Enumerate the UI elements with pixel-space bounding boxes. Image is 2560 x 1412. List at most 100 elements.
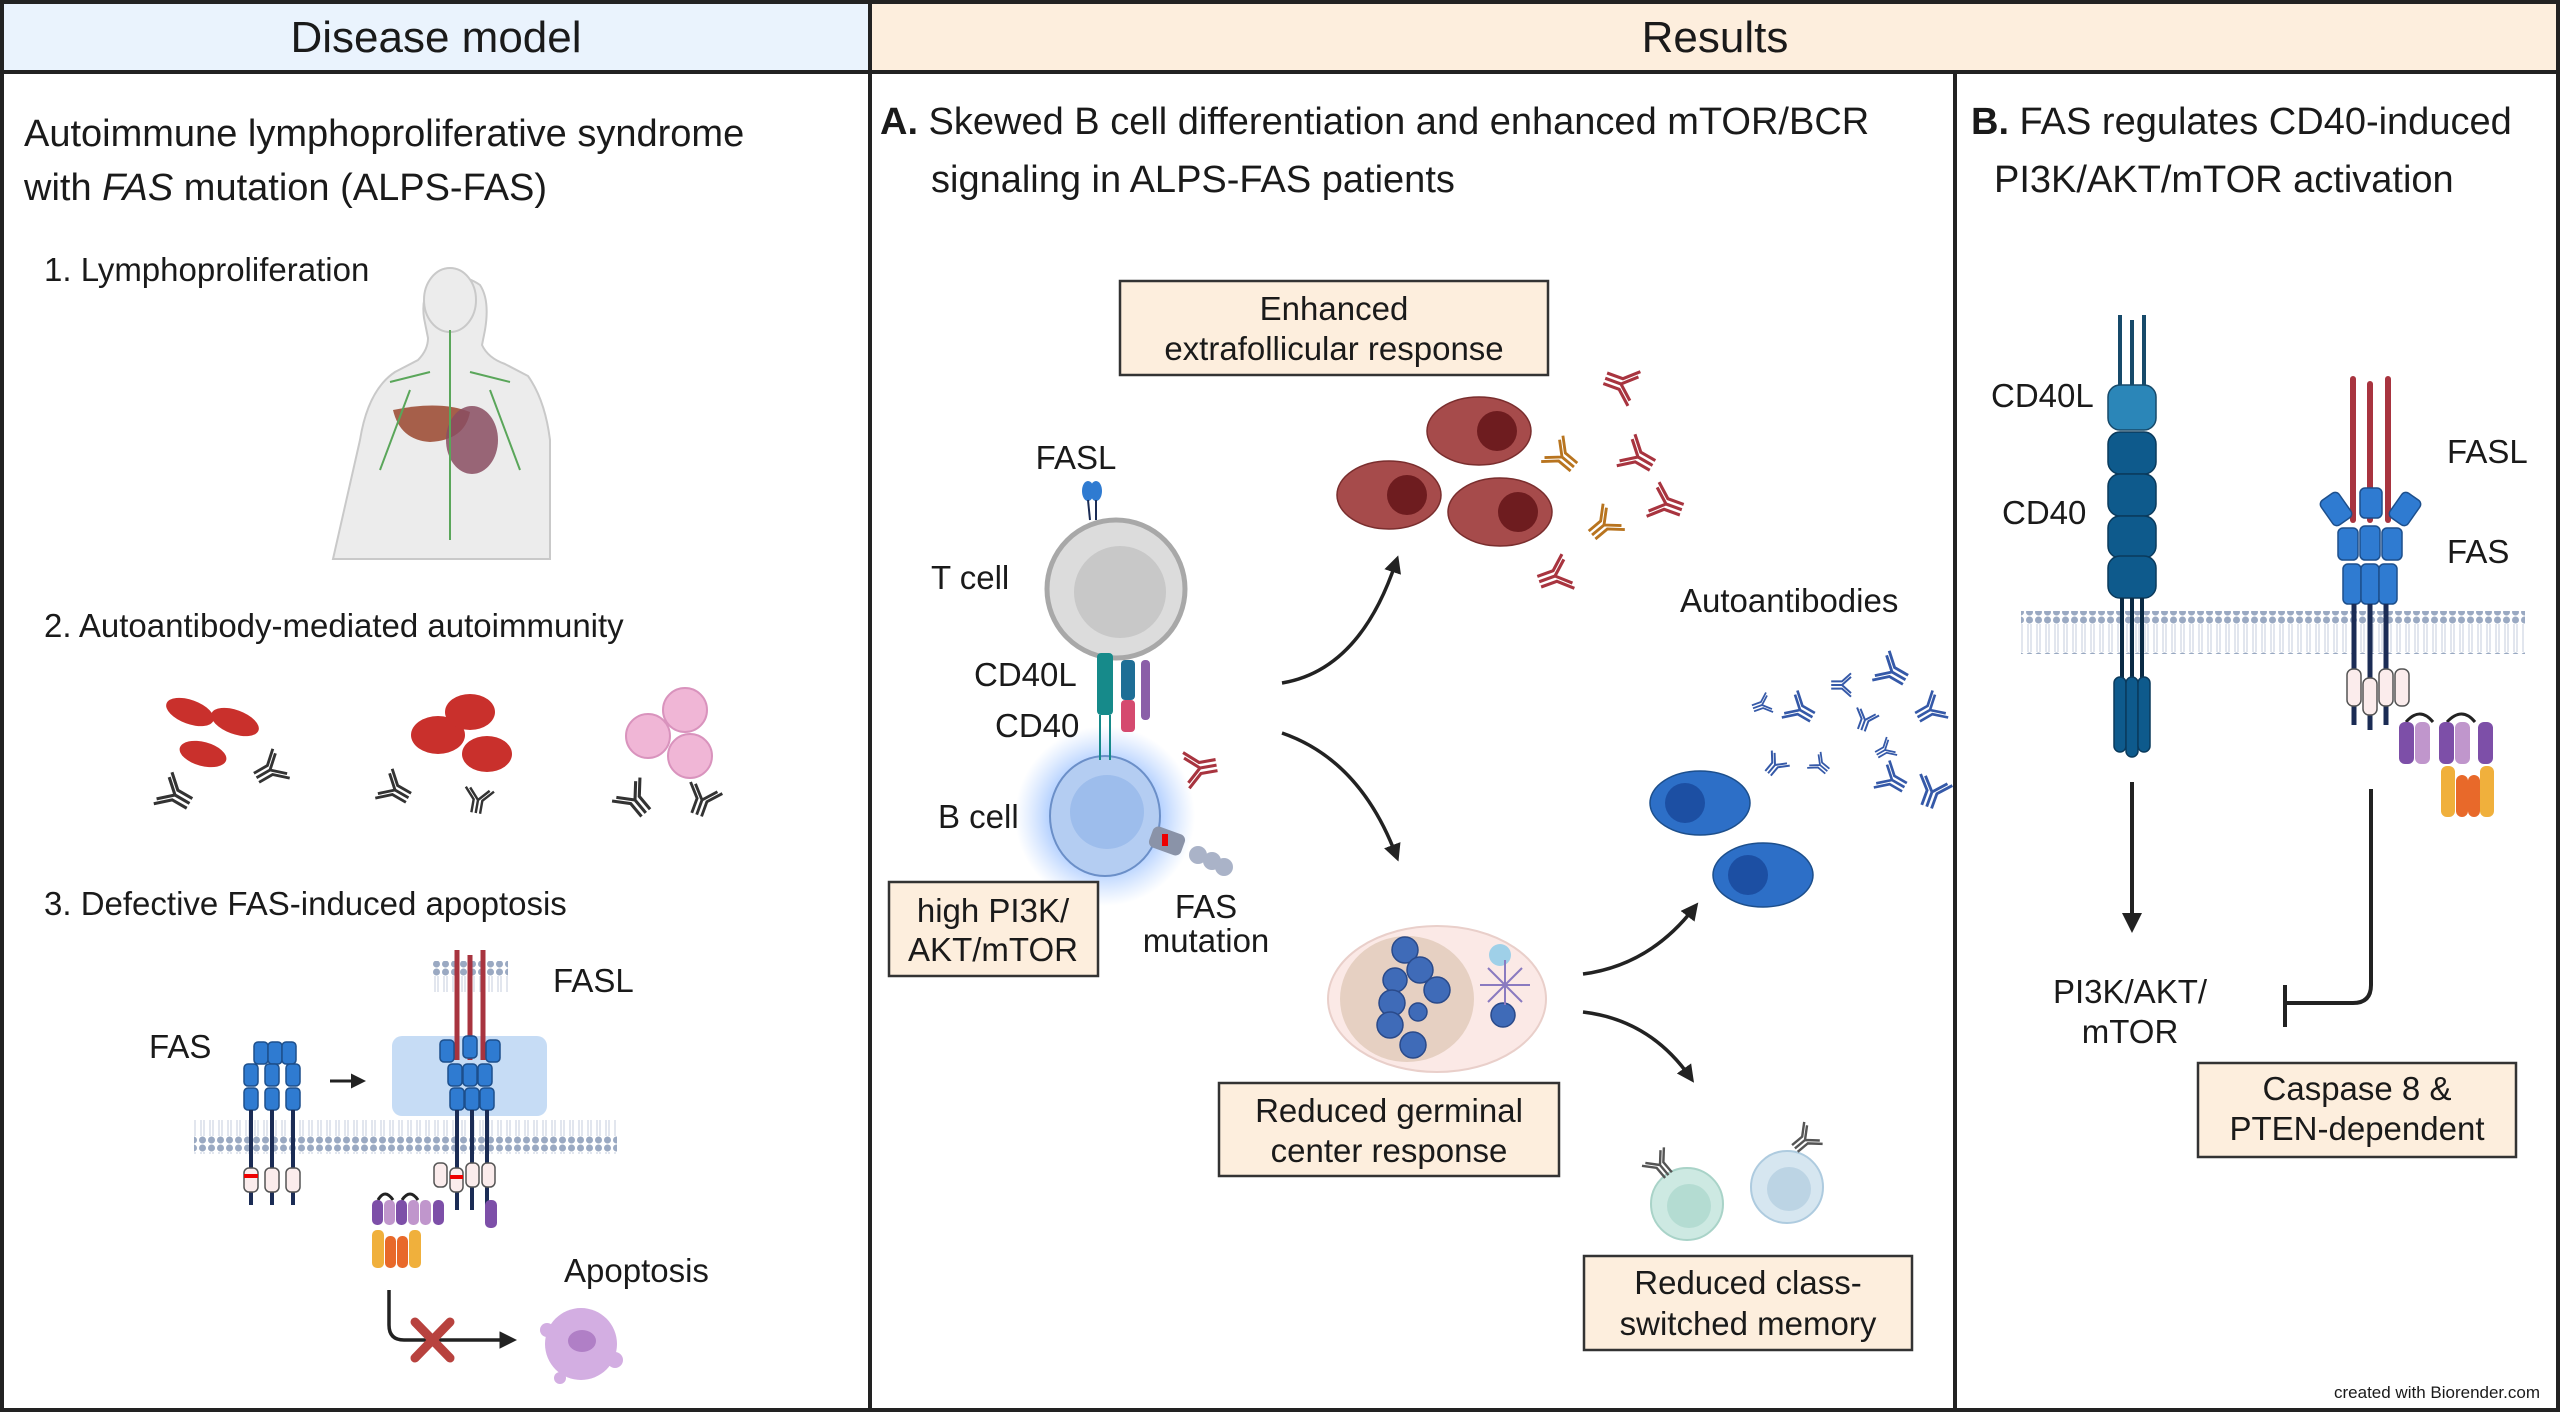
- plasma-cells: [1336, 396, 1553, 547]
- antibody-icon: [374, 768, 412, 804]
- antibody-icon: [1641, 1147, 1673, 1179]
- disease-model-heading: Disease model: [290, 13, 581, 62]
- caspase-box-line2: PTEN-dependent: [2230, 1110, 2485, 1147]
- memory-box-line1: Reduced class-: [1634, 1264, 1861, 1301]
- antibody-icon: [1781, 690, 1816, 723]
- fasl-label: FASL: [553, 962, 634, 999]
- x-mark-icon: [410, 1317, 455, 1363]
- antibody-icon: [611, 777, 652, 818]
- pi3k-box-line2: AKT/mTOR: [908, 931, 1078, 968]
- caspase-box-line1: Caspase 8 &: [2263, 1070, 2452, 1107]
- memory-b-cells-switched: [1649, 770, 1814, 908]
- red-blood-cells: [411, 694, 512, 772]
- antibody-icon: [1541, 435, 1579, 473]
- inhibition-arrow: [2283, 789, 2373, 1027]
- memory-box-line2: switched memory: [1620, 1305, 1877, 1342]
- fas-mutation-line2: mutation: [1143, 922, 1270, 959]
- disease-title-line2: with FAS mutation (ALPS-FAS): [23, 167, 547, 209]
- germinal-center-icon: [1327, 925, 1547, 1073]
- panel-b-title-line1: B. FAS regulates CD40-induced: [1971, 101, 2512, 143]
- cd40-receptor-complex: [2107, 315, 2157, 758]
- cd40l-label: CD40L: [1991, 377, 2094, 414]
- panel-b-title-line2: PI3K/AKT/mTOR activation: [1994, 159, 2454, 201]
- disease-title-line1: Autoimmune lymphoproliferative syndrome: [24, 113, 744, 155]
- autoantibodies-label: Autoantibodies: [1680, 582, 1898, 619]
- pi3k-box-line1: high PI3K/: [917, 892, 1070, 929]
- pathway-label-line1: PI3K/AKT/: [2053, 973, 2208, 1010]
- antibody-icon: [1536, 553, 1575, 590]
- antibody-icon: [1182, 751, 1218, 790]
- fas-receptor-unbound: [243, 1041, 301, 1205]
- human-body-icon: [331, 267, 551, 560]
- antibody-icon: [1764, 750, 1790, 777]
- antibody-icon: [464, 786, 495, 814]
- cd40-label: CD40: [2002, 494, 2086, 531]
- germinal-box-line1: Reduced germinal: [1255, 1092, 1523, 1129]
- antibody-icon: [1616, 433, 1657, 472]
- fas-fasl-complex: [2319, 376, 2494, 817]
- antibody-icon: [1587, 503, 1625, 541]
- cell-membrane: [194, 1120, 617, 1154]
- panel-a-title-line1: A. Skewed B cell differentiation and enh…: [880, 101, 1869, 143]
- autoantibody-icons: [1182, 370, 1953, 1179]
- pathway-label-line2: mTOR: [2082, 1013, 2179, 1050]
- antibody-icon: [1807, 751, 1830, 775]
- apoptosis-label: Apoptosis: [564, 1252, 709, 1289]
- results-heading: Results: [1642, 13, 1789, 62]
- t-cell-label: T cell: [931, 559, 1009, 596]
- panel-a: A. Skewed B cell differentiation and enh…: [880, 101, 1953, 1352]
- disease-model-panel: Autoimmune lymphoproliferative syndrome …: [23, 113, 744, 1384]
- antibody-icon: [1602, 370, 1641, 407]
- b-cell-icon: [1049, 755, 1161, 877]
- adaptor-caspase-complex: [372, 1192, 444, 1268]
- cell-membrane: [2021, 611, 2525, 654]
- neutrophil-cells: [625, 687, 713, 779]
- cd40l-label: CD40L: [974, 656, 1077, 693]
- biorender-credit: created with Biorender.com: [2334, 1383, 2540, 1402]
- class-switched-memory-box: [1582, 1254, 1914, 1352]
- blocked-arrow: [387, 1290, 517, 1349]
- fas-fasl-cluster: [392, 950, 547, 1228]
- differentiation-arrows: [1281, 555, 1699, 1083]
- antibody-icon: [1856, 707, 1880, 732]
- class-switched-memory-cells: [1650, 1150, 1824, 1241]
- antibody-icon: [1831, 672, 1852, 698]
- antibody-icon: [153, 771, 194, 810]
- b-cell-label: B cell: [938, 798, 1019, 835]
- fas-mutation-line1: FAS: [1175, 888, 1237, 925]
- item-autoantibody: 2. Autoantibody-mediated autoimmunity: [44, 607, 624, 644]
- antibody-icons: [153, 748, 723, 818]
- antibody-icon: [1873, 760, 1908, 793]
- antibody-icon: [1791, 1121, 1823, 1153]
- extrafollicular-box: [1118, 279, 1550, 377]
- fasl-icon: [1082, 481, 1102, 521]
- mutant-fas-receptor: [1148, 826, 1233, 876]
- pi3k-box: [887, 880, 1100, 978]
- fas-label: FAS: [149, 1028, 211, 1065]
- fasl-label: FASL: [1036, 439, 1117, 476]
- apoptotic-cell-icon: [540, 1308, 623, 1384]
- red-blood-cells-sickled: [166, 697, 259, 768]
- germinal-center-box: [1217, 1081, 1561, 1178]
- extrafollicular-box-line1: Enhanced: [1260, 290, 1409, 327]
- antibody-icon: [1874, 736, 1898, 759]
- germinal-box-line2: center response: [1271, 1132, 1508, 1169]
- results-header: [870, 2, 2558, 72]
- disease-model-header: [2, 2, 870, 72]
- panel-b: B. FAS regulates CD40-induced PI3K/AKT/m…: [1971, 101, 2540, 1402]
- caspase-box: [2196, 1061, 2518, 1159]
- antibody-icon: [1914, 690, 1949, 723]
- cd40-cd40l-receptors: [1097, 653, 1150, 760]
- antibody-icon: [1751, 692, 1774, 713]
- fas-label: FAS: [2447, 533, 2509, 570]
- antibody-icon: [1646, 481, 1685, 518]
- panel-a-title-line2: signaling in ALPS-FAS patients: [931, 159, 1455, 201]
- t-cell-icon: [1044, 517, 1188, 661]
- item-defective-apoptosis: 3. Defective FAS-induced apoptosis: [44, 885, 567, 922]
- antibody-icon: [1871, 650, 1909, 686]
- fasl-label: FASL: [2447, 433, 2528, 470]
- extrafollicular-box-line2: extrafollicular response: [1164, 330, 1503, 367]
- antibody-icon: [689, 781, 723, 817]
